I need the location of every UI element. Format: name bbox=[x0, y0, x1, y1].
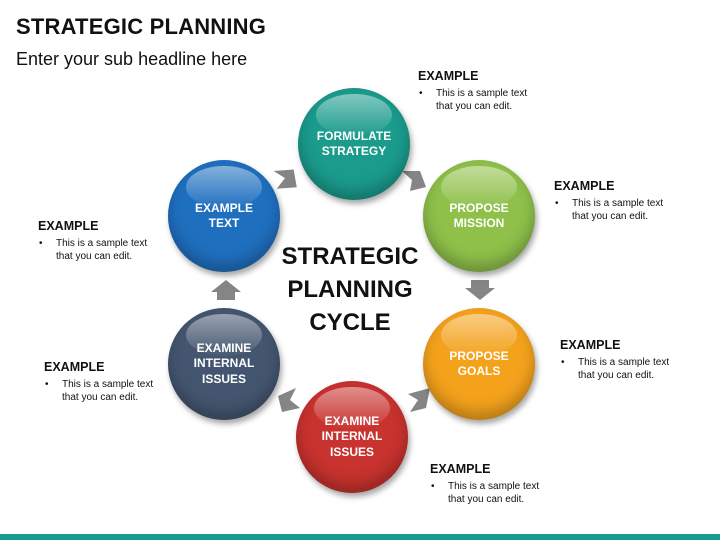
circle-label: EXAMINE INTERNAL ISSUES bbox=[308, 414, 397, 461]
page-title: STRATEGIC PLANNING bbox=[16, 14, 267, 39]
center-title-line: CYCLE bbox=[309, 309, 391, 336]
circle-label-line: ISSUES bbox=[329, 444, 374, 459]
circle-label-line: MISSION bbox=[453, 216, 505, 230]
center-title-line: PLANNING bbox=[287, 276, 413, 303]
bottom-accent-bar bbox=[0, 534, 720, 540]
note-line: that you can edit. bbox=[56, 251, 133, 262]
page-subtitle: Enter your sub headline here bbox=[16, 49, 248, 69]
circle-label-line: EXAMINE bbox=[324, 413, 380, 428]
circle-label: FORMULATE STRATEGY bbox=[303, 129, 405, 160]
circle-label-line: STRATEGY bbox=[321, 144, 387, 158]
note-line: This is a sample text bbox=[578, 357, 670, 368]
circle-formulate-strategy: FORMULATE STRATEGY bbox=[298, 88, 410, 200]
center-title-line: STRATEGIC bbox=[281, 243, 419, 270]
note-line: This is a sample text bbox=[448, 481, 540, 492]
circle-example-text: EXAMPLE TEXT bbox=[168, 160, 280, 272]
note-line: that you can edit. bbox=[436, 101, 513, 112]
note-line: This is a sample text bbox=[56, 238, 148, 249]
note-line: that you can edit. bbox=[572, 211, 649, 222]
note-line: This is a sample text bbox=[572, 198, 664, 209]
note-formulate-strategy: EXAMPLE This is a sample text that you c… bbox=[418, 69, 588, 113]
chevron-arrow-icon bbox=[273, 169, 297, 189]
circle-label-line: INTERNAL bbox=[321, 429, 383, 444]
note-line: This is a sample text bbox=[62, 379, 154, 390]
chevron-arrow-icon bbox=[408, 388, 430, 412]
note-bullet: This is a sample text that you can edit. bbox=[44, 378, 214, 404]
note-title: EXAMPLE bbox=[418, 69, 479, 83]
circle-propose-mission: PROPOSE MISSION bbox=[423, 160, 535, 272]
note-line: that you can edit. bbox=[448, 494, 525, 505]
circle-examine-internal-issues-red: EXAMINE INTERNAL ISSUES bbox=[296, 381, 408, 493]
circle-label-line: GOALS bbox=[457, 364, 501, 378]
circle-label-line: TEXT bbox=[208, 216, 240, 230]
circle-label: PROPOSE GOALS bbox=[435, 349, 522, 380]
note-examine-issues-red: EXAMPLE This is a sample text that you c… bbox=[430, 462, 600, 506]
note-bullet: This is a sample text that you can edit. bbox=[430, 480, 600, 506]
circle-label-line: PROPOSE bbox=[449, 348, 509, 363]
note-title: EXAMPLE bbox=[38, 219, 99, 233]
chevron-arrow-icon bbox=[211, 280, 241, 300]
note-line: that you can edit. bbox=[578, 370, 655, 381]
note-propose-goals: EXAMPLE This is a sample text that you c… bbox=[560, 338, 720, 382]
note-line: that you can edit. bbox=[62, 392, 139, 403]
chevron-arrow-icon bbox=[278, 388, 300, 412]
circle-label-line: FORMULATE bbox=[316, 128, 392, 143]
circle-label-line: INTERNAL bbox=[193, 356, 255, 371]
note-propose-mission: EXAMPLE This is a sample text that you c… bbox=[554, 179, 720, 223]
circle-label-line: EXAMINE bbox=[196, 340, 252, 355]
note-examine-issues-slate: EXAMPLE This is a sample text that you c… bbox=[44, 360, 214, 404]
chevron-arrow-icon bbox=[402, 171, 426, 191]
circle-examine-internal-issues-slate: EXAMINE INTERNAL ISSUES bbox=[168, 308, 280, 420]
circle-label-line: ISSUES bbox=[201, 371, 246, 386]
note-bullet: This is a sample text that you can edit. bbox=[38, 237, 208, 263]
note-line: This is a sample text bbox=[436, 88, 528, 99]
note-title: EXAMPLE bbox=[44, 360, 105, 374]
circle-label-line: EXAMPLE bbox=[194, 200, 253, 215]
circle-label-line: PROPOSE bbox=[449, 200, 509, 215]
circle-label: EXAMPLE TEXT bbox=[181, 201, 267, 232]
note-example-text: EXAMPLE This is a sample text that you c… bbox=[38, 219, 208, 263]
chevron-arrow-icon bbox=[465, 280, 495, 300]
note-title: EXAMPLE bbox=[430, 462, 491, 476]
circle-label: PROPOSE MISSION bbox=[435, 201, 522, 232]
note-bullet: This is a sample text that you can edit. bbox=[418, 87, 588, 113]
cycle-center-title: STRATEGIC PLANNING CYCLE bbox=[262, 240, 438, 339]
circle-label: EXAMINE INTERNAL ISSUES bbox=[180, 341, 269, 388]
note-bullet: This is a sample text that you can edit. bbox=[554, 197, 720, 223]
note-bullet: This is a sample text that you can edit. bbox=[560, 356, 720, 382]
note-title: EXAMPLE bbox=[560, 338, 621, 352]
circle-propose-goals: PROPOSE GOALS bbox=[423, 308, 535, 420]
note-title: EXAMPLE bbox=[554, 179, 615, 193]
